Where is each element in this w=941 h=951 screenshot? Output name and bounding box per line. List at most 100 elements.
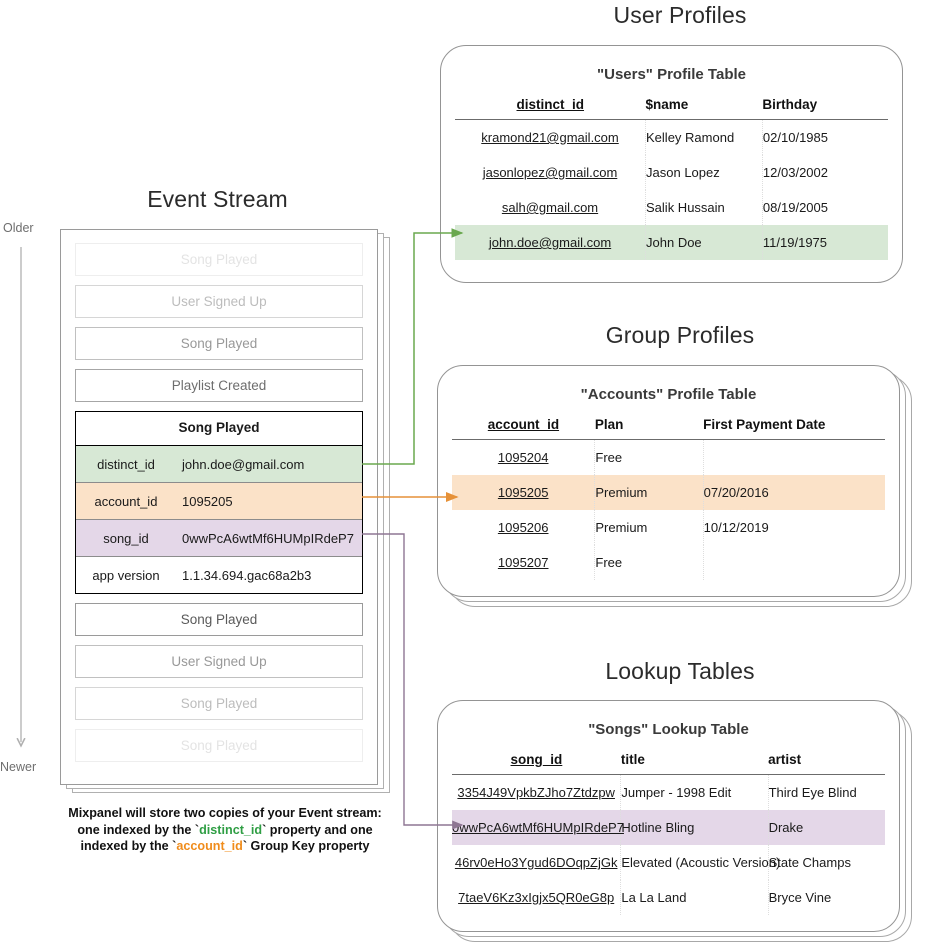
- group-profiles-card: "Accounts" Profile Table account_id Plan…: [437, 365, 900, 597]
- accounts-table-title: "Accounts" Profile Table: [580, 386, 757, 403]
- group-profiles-title: Group Profiles: [605, 322, 755, 348]
- property-key: distinct_id: [97, 456, 155, 472]
- event-item[interactable]: Song Played: [75, 687, 363, 720]
- caption-line-3-post: ` Group Key property: [242, 839, 370, 853]
- event-property-app-version[interactable]: app version 1.1.34.694.gac68a2b3: [76, 557, 362, 593]
- cell-birthday: 08/19/2005: [762, 200, 828, 215]
- table-row[interactable]: 7taeV6Kz3xIgjx5QR0eG8p La La Land Bryce …: [452, 880, 885, 915]
- cell-distinct-id: salh@gmail.com: [455, 190, 647, 225]
- event-property-song-id[interactable]: song_id 0wwPcA6wtMf6HUMpIRdeP7: [76, 520, 362, 557]
- user-profiles-card: "Users" Profile Table distinct_id $name …: [440, 45, 903, 283]
- lookup-tables-card-stack: "Songs" Lookup Table song_id title artis…: [437, 700, 927, 950]
- table-header-row: song_id title artist: [452, 748, 885, 775]
- cell-song-id: 3354J49VpkbZJho7Ztdzpw: [452, 774, 622, 810]
- event-item[interactable]: Song Played: [75, 729, 363, 762]
- event-stream-card: Song Played User Signed Up Song Played P…: [60, 229, 378, 785]
- focused-event-title: Song Played: [76, 412, 362, 446]
- user-profiles-card-stack: "Users" Profile Table distinct_id $name …: [440, 45, 920, 285]
- column-header-song-id: song_id: [452, 748, 621, 775]
- event-stream-caption: Mixpanel will store two copies of your E…: [40, 805, 410, 855]
- lookup-tables-title: Lookup Tables: [605, 658, 755, 684]
- event-stream-title: Event Stream: [147, 186, 288, 212]
- cell-name: Kelley Ramond: [645, 119, 763, 155]
- caption-line-2-post: ` property and one: [262, 822, 373, 837]
- cell-name: Jason Lopez: [645, 155, 763, 190]
- cell-song-id: 7taeV6Kz3xIgjx5QR0eG8p: [452, 880, 622, 915]
- timeline-older-label: Older: [3, 221, 34, 235]
- caption-line-3-pre: indexed by the `: [80, 839, 177, 853]
- cell-title: La La Land: [620, 880, 769, 915]
- cell-distinct-id: jasonlopez@gmail.com: [455, 155, 647, 190]
- table-row-highlighted[interactable]: 0wwPcA6wtMf6HUMpIRdeP7 Hotline Bling Dra…: [452, 810, 885, 845]
- table-row[interactable]: kramond21@gmail.com Kelley Ramond 02/10/…: [455, 119, 888, 155]
- caption-line-1: Mixpanel will store two copies of your E…: [68, 806, 382, 820]
- event-stream-stack: Song Played User Signed Up Song Played P…: [60, 229, 390, 793]
- cell-plan: Free: [594, 545, 704, 580]
- table-row[interactable]: salh@gmail.com Salik Hussain 08/19/2005: [455, 190, 888, 225]
- caption-line-2: one indexed by the `distinct_id` propert…: [40, 822, 410, 839]
- cell-plan: Premium: [594, 510, 704, 545]
- table-row-highlighted[interactable]: 1095205 Premium 07/20/2016: [452, 475, 885, 510]
- property-value: 1095205: [182, 493, 233, 509]
- cell-plan: Premium: [594, 475, 704, 510]
- cell-distinct-id: kramond21@gmail.com: [455, 119, 647, 155]
- property-key: account_id: [94, 493, 158, 509]
- group-profiles-card-stack: "Accounts" Profile Table account_id Plan…: [437, 365, 927, 615]
- property-value: john.doe@gmail.com: [182, 456, 305, 472]
- cell-artist: Third Eye Blind: [768, 785, 857, 800]
- focused-event-card[interactable]: Song Played distinct_id john.doe@gmail.c…: [75, 411, 363, 594]
- table-row[interactable]: 1095206 Premium 10/12/2019: [452, 510, 885, 545]
- cell-first-payment-date: 10/12/2019: [703, 520, 769, 535]
- table-row[interactable]: 1095204 Free: [452, 439, 885, 476]
- cell-title: Elevated (Acoustic Version): [620, 845, 780, 880]
- users-table-title: "Users" Profile Table: [597, 66, 746, 83]
- cell-birthday: 11/19/1975: [762, 225, 888, 260]
- cell-artist: Drake: [768, 810, 885, 845]
- cell-artist: State Champs: [768, 855, 851, 870]
- caption-account-id-token: account_id: [176, 839, 243, 853]
- songs-lookup-table: song_id title artist 3354J49VpkbZJho7Ztd…: [452, 748, 885, 915]
- column-header-plan: Plan: [594, 413, 704, 440]
- cell-song-id: 46rv0eHo3Ygud6DOqpZjGk: [452, 845, 622, 880]
- accounts-profile-table: account_id Plan First Payment Date 10952…: [452, 413, 885, 580]
- event-property-account-id[interactable]: account_id 1095205: [76, 483, 362, 520]
- table-header-row: distinct_id $name Birthday: [455, 93, 888, 120]
- cell-song-id: 0wwPcA6wtMf6HUMpIRdeP7: [452, 810, 624, 845]
- table-row-highlighted[interactable]: john.doe@gmail.com John Doe 11/19/1975: [455, 225, 888, 260]
- property-key: song_id: [103, 530, 149, 546]
- cell-first-payment-date: [703, 440, 885, 476]
- event-item[interactable]: User Signed Up: [75, 285, 363, 318]
- event-item[interactable]: Song Played: [75, 603, 363, 636]
- users-profile-table: distinct_id $name Birthday kramond21@gma…: [455, 93, 888, 260]
- cell-account-id: 1095205: [452, 475, 596, 510]
- column-header-birthday: Birthday: [762, 93, 888, 120]
- table-row[interactable]: 1095207 Free: [452, 545, 885, 580]
- cell-birthday: 02/10/1985: [762, 130, 828, 145]
- event-property-distinct-id[interactable]: distinct_id john.doe@gmail.com: [76, 446, 362, 483]
- column-header-distinct-id: distinct_id: [455, 93, 646, 120]
- user-profiles-title: User Profiles: [613, 2, 747, 28]
- event-item[interactable]: Playlist Created: [75, 369, 363, 402]
- column-header-name: $name: [645, 93, 763, 120]
- table-row[interactable]: jasonlopez@gmail.com Jason Lopez 12/03/2…: [455, 155, 888, 190]
- table-row[interactable]: 46rv0eHo3Ygud6DOqpZjGk Elevated (Acousti…: [452, 845, 885, 880]
- event-item[interactable]: Song Played: [75, 243, 363, 276]
- cell-birthday: 12/03/2002: [762, 165, 828, 180]
- table-row[interactable]: 3354J49VpkbZJho7Ztdzpw Jumper - 1998 Edi…: [452, 774, 885, 810]
- column-header-artist: artist: [768, 748, 885, 775]
- caption-line-2-pre: one indexed by the `: [77, 822, 200, 837]
- event-item[interactable]: Song Played: [75, 327, 363, 360]
- timeline-newer-label: Newer: [0, 760, 37, 774]
- column-header-account-id: account_id: [452, 413, 595, 440]
- cell-title: Hotline Bling: [620, 810, 769, 845]
- property-value: 0wwPcA6wtMf6HUMpIRdeP7: [182, 530, 354, 546]
- column-header-title: title: [620, 748, 769, 775]
- lookup-tables-card: "Songs" Lookup Table song_id title artis…: [437, 700, 900, 932]
- cell-account-id: 1095206: [452, 510, 596, 545]
- event-item[interactable]: User Signed Up: [75, 645, 363, 678]
- column-header-first-payment-date: First Payment Date: [703, 413, 885, 440]
- cell-name: Salik Hussain: [645, 190, 763, 225]
- caption-line-3: indexed by the `account_id` Group Key pr…: [40, 838, 410, 855]
- property-key: app version: [92, 567, 160, 583]
- cell-name: John Doe: [645, 225, 763, 260]
